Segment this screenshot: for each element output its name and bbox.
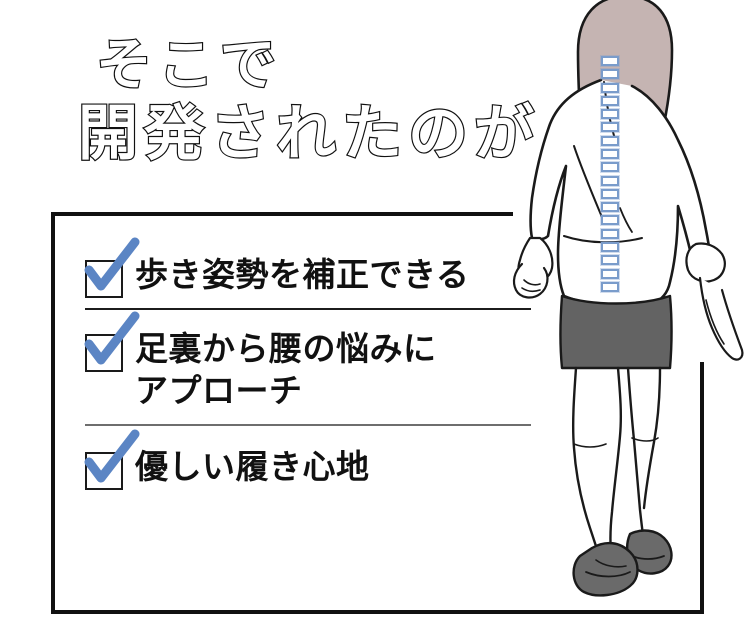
vertebra-segment [601,135,619,146]
checkbox-checked-icon-3[interactable] [84,429,140,491]
frame-border-left [51,212,55,614]
vertebra-segment [601,215,619,226]
vertebra-segment [601,281,619,292]
vertebra-segment [601,95,619,106]
frame-border-bottom [51,610,704,614]
vertebra-segment [601,241,619,252]
vertebra-segment [601,56,619,66]
frame-border-right [700,362,704,614]
spine-overlay-icon [600,56,620,292]
checklist-item-label-3: 優しい履き心地 [135,447,370,487]
benefits-checklist: 歩き姿勢を補正できる 足裏から腰の悩みに アプローチ 優しい履き心地 [84,237,535,500]
vertebra-segment [601,188,619,199]
vertebra-segment [601,268,619,279]
checkbox-checked-icon-1[interactable] [84,237,140,298]
checklist-item-label-2: 足裏から腰の悩みに アプローチ [135,329,437,411]
vertebra-segment [601,228,619,239]
woman-walking-illustration [500,0,750,620]
headline-line-1: そこで [95,33,282,98]
checklist-divider-1 [85,308,531,310]
headline-line-2: 開発されたのが [77,99,540,169]
vertebra-segment [601,69,619,80]
frame-border-top [51,212,513,216]
checklist-item-3: 優しい履き心地 [84,426,535,500]
checkbox-checked-icon-2[interactable] [84,311,140,372]
headline: そこで 開発されたのが [77,33,548,169]
vertebra-segment [601,255,619,266]
vertebra-segment [601,202,619,213]
vertebra-segment [601,175,619,186]
vertebra-segment [601,148,619,159]
checklist-item-2: 足裏から腰の悩みに アプローチ [84,310,535,424]
vertebra-segment [601,82,619,93]
vertebra-segment [601,122,619,133]
checklist-item-label-1: 歩き姿勢を補正できる [135,255,470,294]
vertebra-segment [601,162,619,173]
checklist-item-1: 歩き姿勢を補正できる [84,237,535,308]
checklist-divider-2 [85,424,531,427]
vertebra-segment [601,109,619,120]
